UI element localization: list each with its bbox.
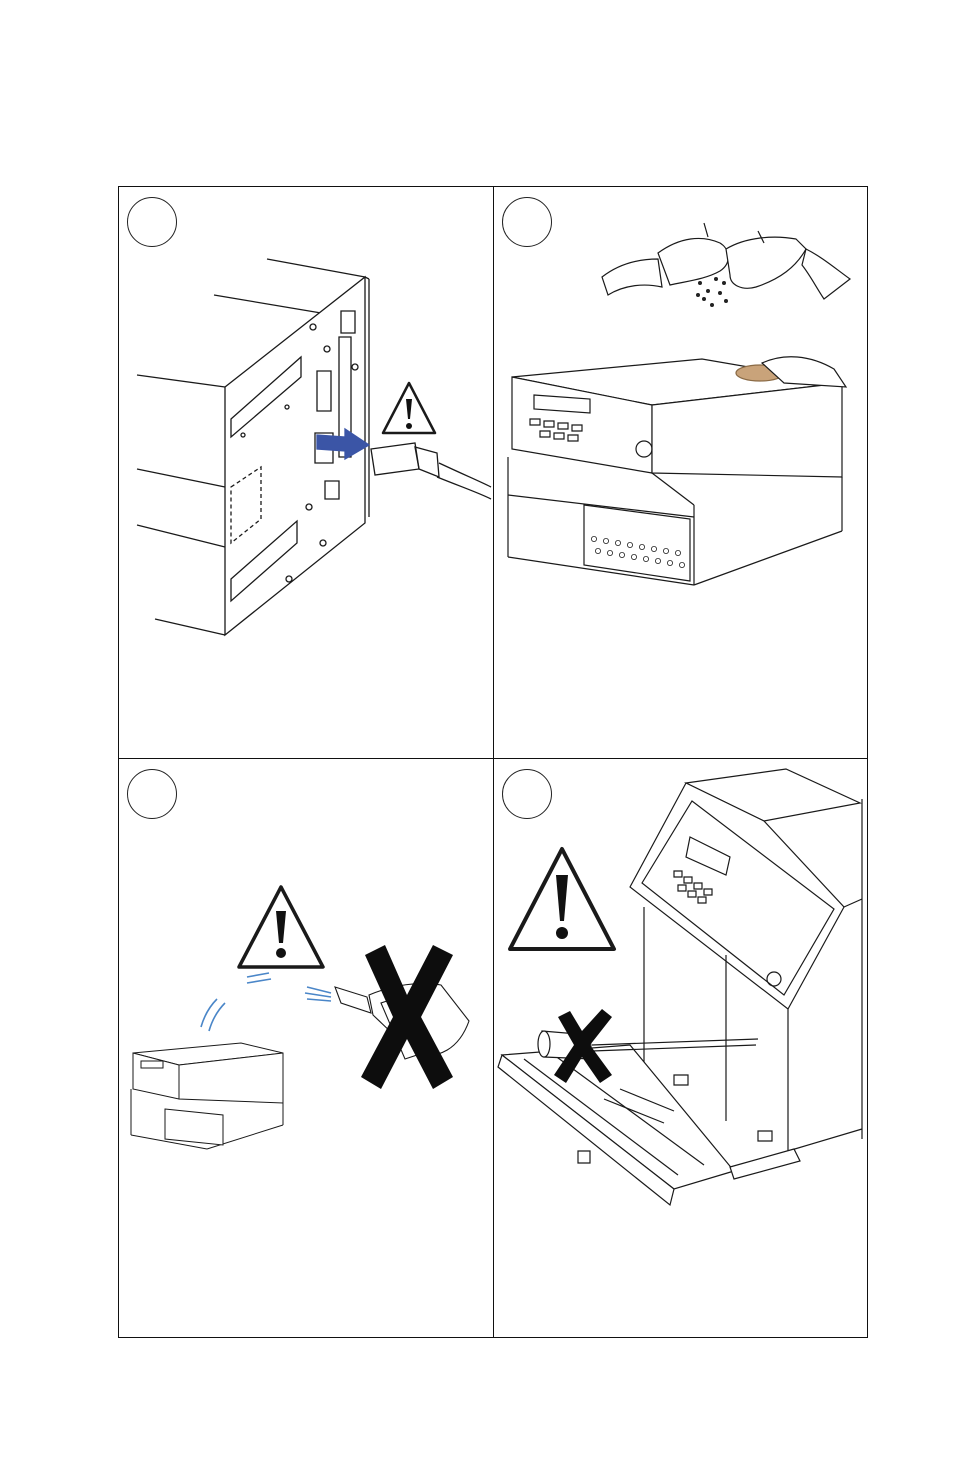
warning-triangle-icon xyxy=(119,187,493,758)
cross-out-icon xyxy=(119,759,493,1338)
panel-no-sharp-tools xyxy=(494,759,868,1338)
hands-and-cloth-illustration xyxy=(494,187,868,758)
panel-unplug-power xyxy=(119,187,493,758)
illustration-grid xyxy=(118,186,868,1338)
panel-no-liquid-spray xyxy=(119,759,493,1338)
cross-out-icon xyxy=(494,759,868,1338)
panel-clean-printer xyxy=(494,187,868,758)
